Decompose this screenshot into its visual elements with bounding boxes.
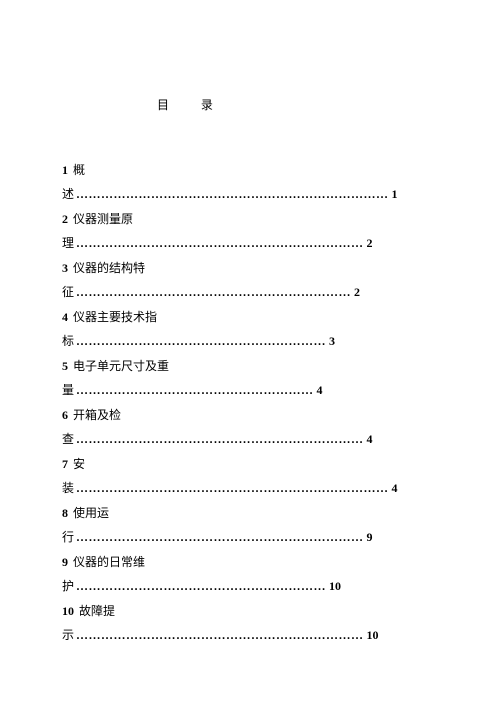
toc-entry-6: 6 开箱及检 查……………………………………………………………4 [62, 403, 422, 452]
toc-entry-number: 6 [62, 408, 68, 422]
toc-page-number: 9 [366, 530, 373, 544]
toc-page-number: 2 [354, 285, 361, 299]
toc-entry-heading-tail: 量 [62, 383, 75, 397]
toc-entry-heading-tail: 护 [62, 579, 75, 593]
toc-entry-heading: 开箱及检 [73, 408, 122, 422]
toc-page-number: 1 [391, 187, 398, 201]
toc-leader-dots: …………………………………………………… [76, 334, 327, 348]
toc-entry-4: 4 仪器主要技术指 标……………………………………………………3 [62, 305, 422, 354]
toc-entry-heading-tail: 示 [62, 628, 75, 642]
toc-page-number: 10 [366, 628, 379, 642]
toc-leader-dots: …………………………………………………………… [76, 236, 364, 250]
toc-leader-dots: ………………………………………………………………… [76, 187, 389, 201]
toc-entry-heading-tail: 行 [62, 530, 75, 544]
toc-entry-heading: 安 [73, 457, 86, 471]
toc-entry-number: 3 [62, 261, 68, 275]
toc-entry-number: 9 [62, 555, 68, 569]
toc-entry-heading: 故障提 [79, 604, 116, 618]
toc-entry-heading: 仪器的日常维 [73, 555, 146, 569]
toc-entry-heading: 仪器的结构特 [73, 261, 146, 275]
toc-entry-5: 5 电子单元尺寸及重 量…………………………………………………4 [62, 354, 422, 403]
toc-leader-dots: …………………………………………………………… [76, 530, 364, 544]
toc-entry-heading-tail: 装 [62, 481, 75, 495]
toc-entry-heading-tail: 查 [62, 432, 75, 446]
toc-entry-heading: 使用运 [73, 506, 110, 520]
toc-page-number: 10 [329, 579, 342, 593]
toc-entry-9: 9 仪器的日常维 护……………………………………………………10 [62, 550, 422, 599]
toc-entry-heading-tail: 述 [62, 187, 75, 201]
toc-entry-heading-tail: 征 [62, 285, 75, 299]
toc-entry-number: 8 [62, 506, 68, 520]
toc-entry-heading-tail: 理 [62, 236, 75, 250]
toc-entry-heading: 仪器测量原 [73, 212, 134, 226]
toc-leader-dots: …………………………………………………… [76, 579, 327, 593]
toc-entry-number: 7 [62, 457, 68, 471]
toc-entry-number: 4 [62, 310, 68, 324]
toc-entry-heading: 电子单元尺寸及重 [73, 359, 170, 373]
toc-leader-dots: ………………………………………………… [76, 383, 314, 397]
toc-entry-heading-tail: 标 [62, 334, 75, 348]
toc-leader-dots: …………………………………………………………… [76, 628, 364, 642]
toc-leader-dots: …………………………………………………………… [76, 432, 364, 446]
toc-page-number: 4 [316, 383, 323, 397]
toc-entry-heading: 概 [73, 163, 86, 177]
toc-entry-number: 5 [62, 359, 68, 373]
toc-leader-dots: ………………………………………………………………… [76, 481, 389, 495]
toc-entry-number: 2 [62, 212, 68, 226]
toc-page-number: 3 [329, 334, 336, 348]
toc-entry-number: 10 [62, 604, 74, 618]
toc-page-number: 4 [391, 481, 398, 495]
toc-entry-3: 3 仪器的结构特 征…………………………………………………………2 [62, 256, 422, 305]
toc-entry-8: 8 使用运 行……………………………………………………………9 [62, 501, 422, 550]
toc-entry-heading: 仪器主要技术指 [73, 310, 158, 324]
toc-title: 目 录 [157, 98, 227, 112]
toc-entry-10: 10 故障提 示……………………………………………………………10 [62, 599, 422, 648]
toc-page-number: 2 [366, 236, 373, 250]
toc-leader-dots: ………………………………………………………… [76, 285, 352, 299]
toc-page-number: 4 [366, 432, 373, 446]
toc-entry-number: 1 [62, 163, 68, 177]
